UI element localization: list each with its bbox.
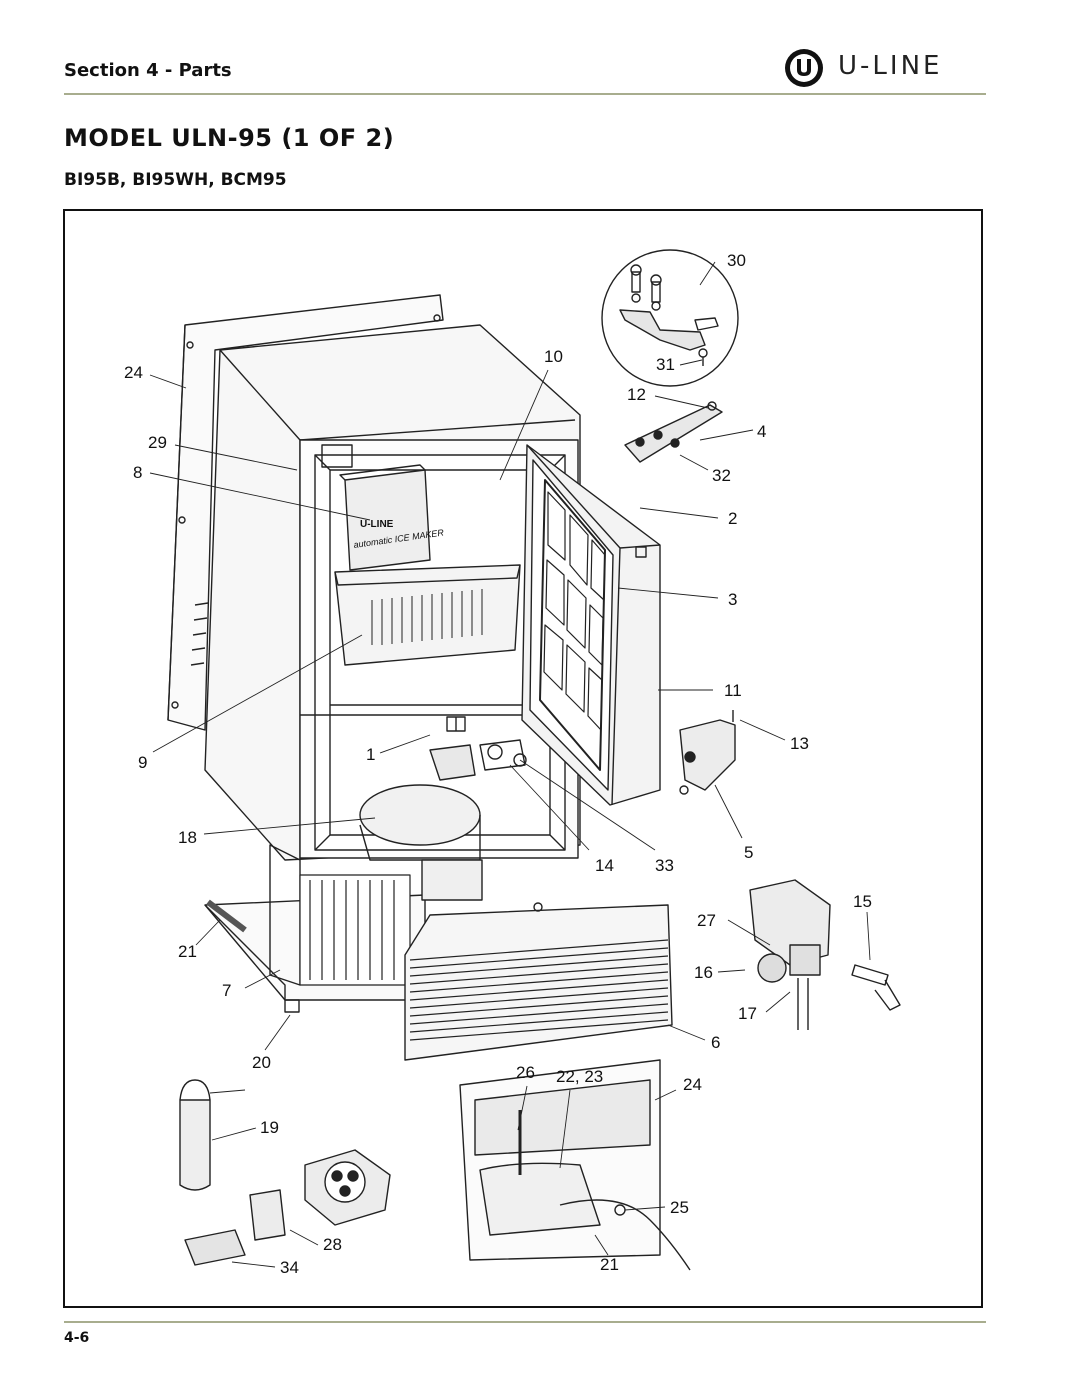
page-title: MODEL ULN-95 (1 OF 2) xyxy=(64,124,395,152)
uline-emblem-icon xyxy=(785,49,823,87)
hinge-plate xyxy=(624,401,723,463)
callout-1: 1 xyxy=(366,745,375,764)
callout-14: 14 xyxy=(595,856,614,875)
callout-2: 2 xyxy=(728,509,737,528)
brand-logo: U-LINE xyxy=(780,48,980,88)
ice-bin xyxy=(334,564,521,666)
callout-5: 5 xyxy=(744,843,753,862)
front-grille xyxy=(404,902,673,1061)
compressor-section xyxy=(204,784,483,1013)
callout-24-bottom: 24 xyxy=(683,1075,702,1094)
callout-12: 12 xyxy=(627,385,646,404)
callout-34: 34 xyxy=(280,1258,299,1277)
callout-6: 6 xyxy=(711,1033,720,1052)
callout-30: 30 xyxy=(727,251,746,270)
water-valve xyxy=(749,879,901,1030)
control-assembly xyxy=(429,716,527,781)
callout-27: 27 xyxy=(697,911,716,930)
callout-20: 20 xyxy=(252,1053,271,1072)
hinge-detail-inset xyxy=(601,249,739,387)
water-filter xyxy=(179,1079,246,1191)
door-bracket xyxy=(679,710,736,795)
header-rule xyxy=(64,93,986,95)
lower-rear-inset xyxy=(459,1059,691,1271)
callout-31: 31 xyxy=(656,355,675,374)
callout-4: 4 xyxy=(757,422,766,441)
model-list: BI95B, BI95WH, BCM95 xyxy=(64,170,287,190)
callout-19: 19 xyxy=(260,1118,279,1137)
callout-26: 26 xyxy=(516,1063,535,1082)
diagram-frame xyxy=(63,209,983,1308)
callout-24-top: 24 xyxy=(124,363,143,382)
callout-labels: 30 31 10 12 4 32 24 29 8 2 3 11 13 9 1 5… xyxy=(124,251,872,1277)
callout-9: 9 xyxy=(138,753,147,772)
callout-11: 11 xyxy=(724,681,742,700)
ice-maker-brand-label: U-LINE xyxy=(360,519,394,530)
back-panel xyxy=(167,294,444,731)
callout-21-bottom: 21 xyxy=(600,1255,619,1274)
callout-32: 32 xyxy=(712,466,731,485)
callout-28: 28 xyxy=(323,1235,342,1254)
callout-33: 33 xyxy=(655,856,674,875)
exploded-parts-diagram: U-LINE automatic ICE MAKER xyxy=(124,249,901,1277)
relay-overload xyxy=(184,1149,391,1266)
callout-21-left: 21 xyxy=(178,942,197,961)
callout-17: 17 xyxy=(738,1004,757,1023)
callout-29: 29 xyxy=(148,433,167,452)
brand-wordmark: U-LINE xyxy=(838,51,943,81)
callout-25: 25 xyxy=(670,1198,689,1217)
page-number: 4-6 xyxy=(64,1330,90,1346)
callout-3: 3 xyxy=(728,590,737,609)
footer-rule xyxy=(64,1321,986,1323)
callout-leader-lines xyxy=(149,261,871,1268)
callout-8: 8 xyxy=(133,463,142,482)
callout-18: 18 xyxy=(178,828,197,847)
door-assembly xyxy=(521,444,661,806)
callout-7: 7 xyxy=(222,981,231,1000)
callout-10: 10 xyxy=(544,347,563,366)
callout-13: 13 xyxy=(790,734,809,753)
callout-22-23: 22, 23 xyxy=(556,1067,603,1086)
section-heading: Section 4 - Parts xyxy=(64,60,232,81)
callout-16: 16 xyxy=(694,963,713,982)
callout-15: 15 xyxy=(853,892,872,911)
ice-maker-unit: U-LINE automatic ICE MAKER xyxy=(321,444,445,571)
